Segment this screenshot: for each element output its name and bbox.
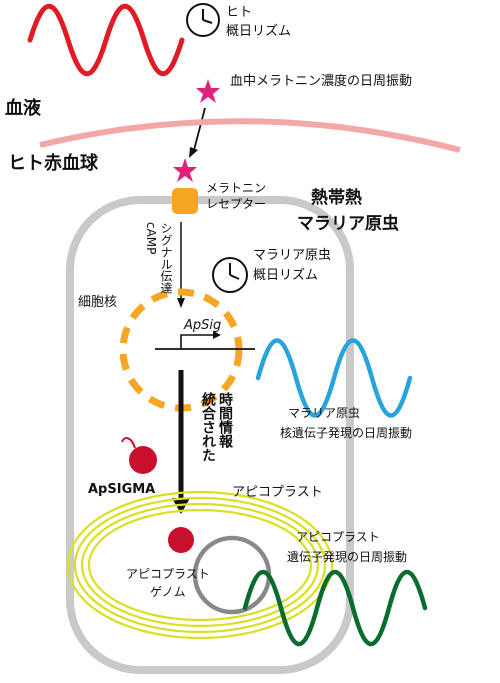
apsig-gene-label: ApSig	[184, 318, 222, 333]
apico-genome-label-2: ゲノム	[150, 585, 186, 599]
apico-genome-label-1: アピコプラスト	[126, 567, 210, 581]
blood-label: 血液	[5, 98, 41, 119]
apsigma-inside-icon	[168, 527, 194, 553]
human-clock-label-2: 概日リズム	[226, 24, 292, 39]
parasite-label-2: マラリア原虫	[297, 214, 399, 234]
receptor-label-1: メラトニン	[206, 181, 267, 195]
nuclear-osc-label-1: マラリア原虫	[288, 406, 361, 420]
receptor-label-2: レセプター	[206, 197, 267, 211]
apicoplast-label: アピコプラスト	[232, 485, 323, 500]
camp-signal-arrow-icon	[177, 222, 185, 308]
melatonin-star-icon	[196, 79, 220, 103]
apsig-gene-icon	[155, 331, 255, 350]
camp-label-2: シグナル伝達	[159, 222, 173, 294]
parasite-membrane	[66, 196, 354, 674]
melatonin-receptor	[172, 188, 198, 214]
apico-osc-label-1: アピコプラスト	[296, 530, 380, 544]
integrated-signal-arrow-icon	[172, 370, 190, 514]
integrated-label-2: 時間情報	[217, 392, 233, 448]
parasite-clock-label-2: 概日リズム	[253, 268, 319, 283]
melatonin-oscillation-label: 血中メラトニン濃度の日周振動	[230, 74, 413, 89]
receptor-melatonin-star-icon	[173, 158, 197, 182]
human-rbc-label: ヒト赤血球	[8, 153, 98, 174]
rbc-membrane	[39, 118, 461, 153]
melatonin-arrow-icon	[189, 107, 206, 158]
nuclear-osc-label-2: 核遺伝子発現の日周振動	[280, 426, 413, 440]
camp-label-1: cAMP	[144, 222, 158, 255]
apicoplast-oscillation-wave	[242, 570, 428, 646]
apsigma-protein-icon	[121, 437, 157, 474]
apicoplast-rings	[66, 490, 334, 640]
human-clock-icon	[186, 3, 220, 37]
apsigma-label: ApSIGMA	[88, 482, 156, 497]
parasite-clock-label-1: マラリア原虫	[253, 248, 332, 263]
human-clock-label-1: ヒト	[226, 5, 253, 20]
nuclear-oscillation-wave	[255, 338, 413, 418]
apico-osc-label-2: 遺伝子発現の日周振動	[287, 550, 408, 564]
integrated-label-1: 統合された	[200, 392, 216, 462]
blood-oscillation-wave	[27, 4, 185, 76]
parasite-clock-icon	[212, 257, 248, 293]
nucleus-label: 細胞核	[78, 295, 118, 310]
parasite-label-1: 熱帯熱	[311, 188, 362, 208]
